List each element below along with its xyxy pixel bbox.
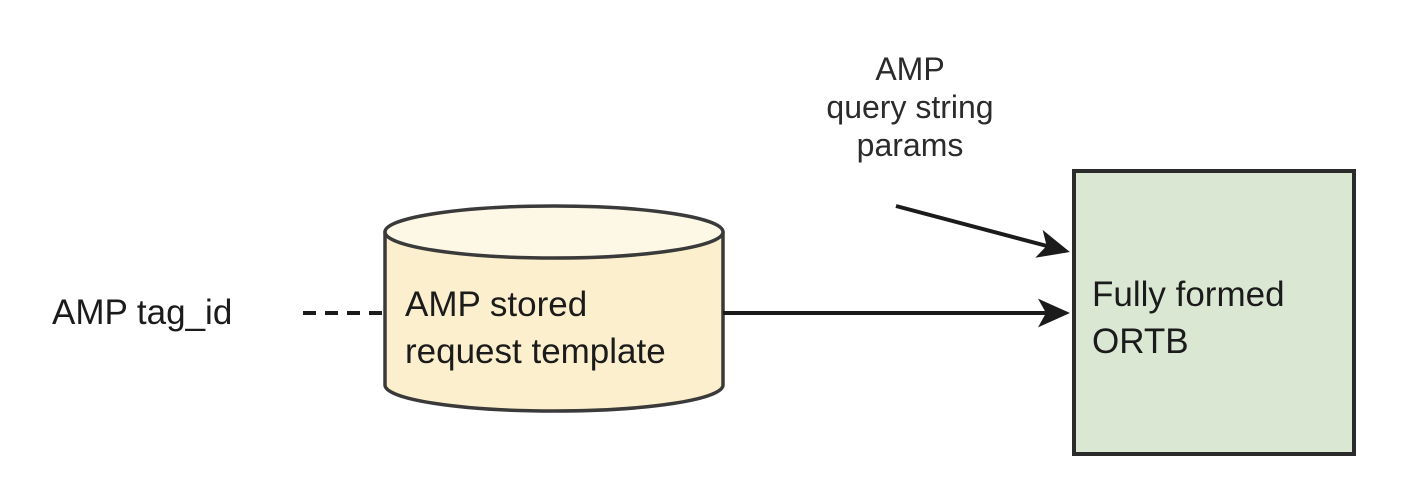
cylinder-label-line-2: request template [405,332,666,371]
cylinder-shape [383,204,725,413]
ortb-label-line-2: ORTB [1092,322,1189,361]
qs-label-line-3: params [856,127,964,163]
qs-label-line-1: AMP [875,51,945,87]
ortb-label-line-1: Fully formed [1092,275,1285,314]
qs-label-line-2: query string [826,89,994,125]
amp-tag-id-label: AMP tag_id [52,293,233,332]
amp-stored-request-template-label: AMP stored request template [405,281,666,375]
edge-params-to-ortb [895,204,1070,258]
cylinder-label-line-1: AMP stored [405,285,588,324]
ortb-box-shape [1072,169,1356,456]
